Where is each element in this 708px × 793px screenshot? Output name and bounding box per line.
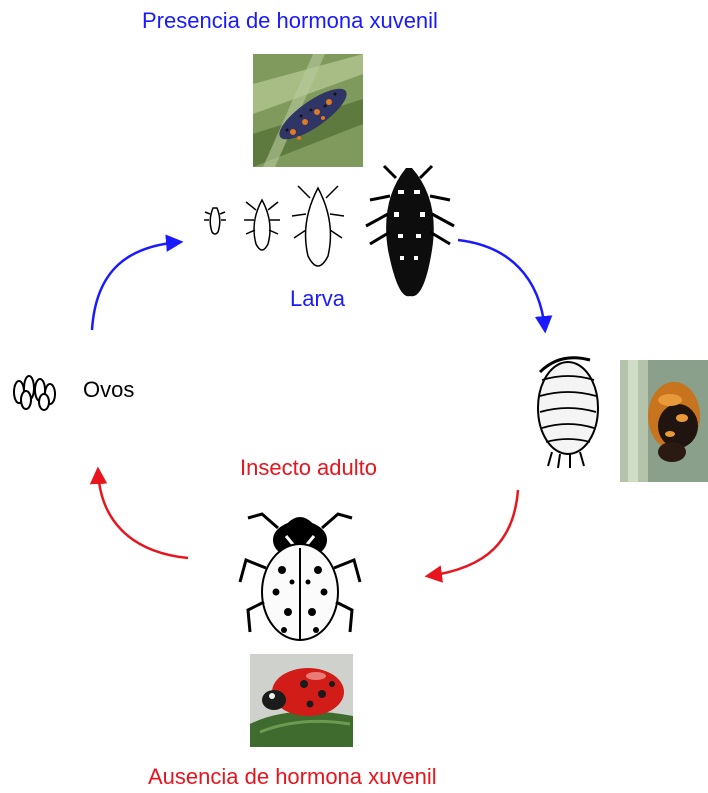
pupa-drawing — [538, 358, 598, 468]
larva-instar-3-drawing — [292, 186, 344, 266]
larva-instar-2-drawing — [244, 200, 280, 250]
adult-beetle-drawing — [240, 514, 360, 640]
eggs-drawing — [14, 376, 55, 410]
arrow-pupa-to-adult — [428, 490, 518, 576]
arrow-eggs-to-larva — [92, 242, 180, 330]
arrow-larva-to-pupa — [458, 240, 545, 330]
larva-instar-4-drawing — [366, 166, 454, 296]
arrow-adult-to-eggs — [98, 470, 188, 558]
larva-instar-1-drawing — [204, 208, 226, 234]
